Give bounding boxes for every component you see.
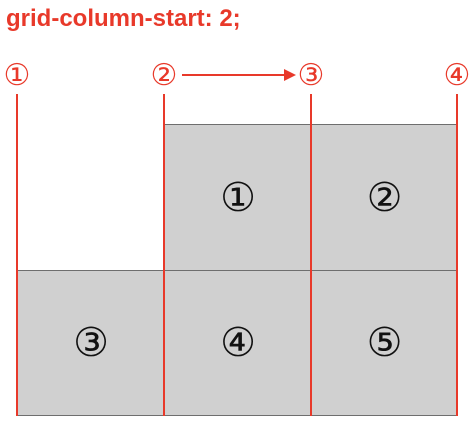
grid-line-label-4: ④ [443,58,471,93]
grid-line-label-1: ① [3,58,31,93]
grid-line-label-2: ② [150,58,178,93]
title-css-declaration: grid-column-start: 2; [6,5,241,32]
grid-item-4: ④ [164,270,312,416]
grid-line-label-3: ③ [297,58,325,93]
grid-item-1: ① [164,124,312,271]
grid-line-3 [310,94,312,416]
span-arrow-head [284,69,296,81]
grid-item-5: ⑤ [311,270,458,416]
grid-line-2 [163,94,165,416]
grid-line-4 [456,94,458,416]
grid-line-1 [16,94,18,416]
grid-item-2: ② [311,124,458,271]
grid-item-3: ③ [17,270,165,416]
